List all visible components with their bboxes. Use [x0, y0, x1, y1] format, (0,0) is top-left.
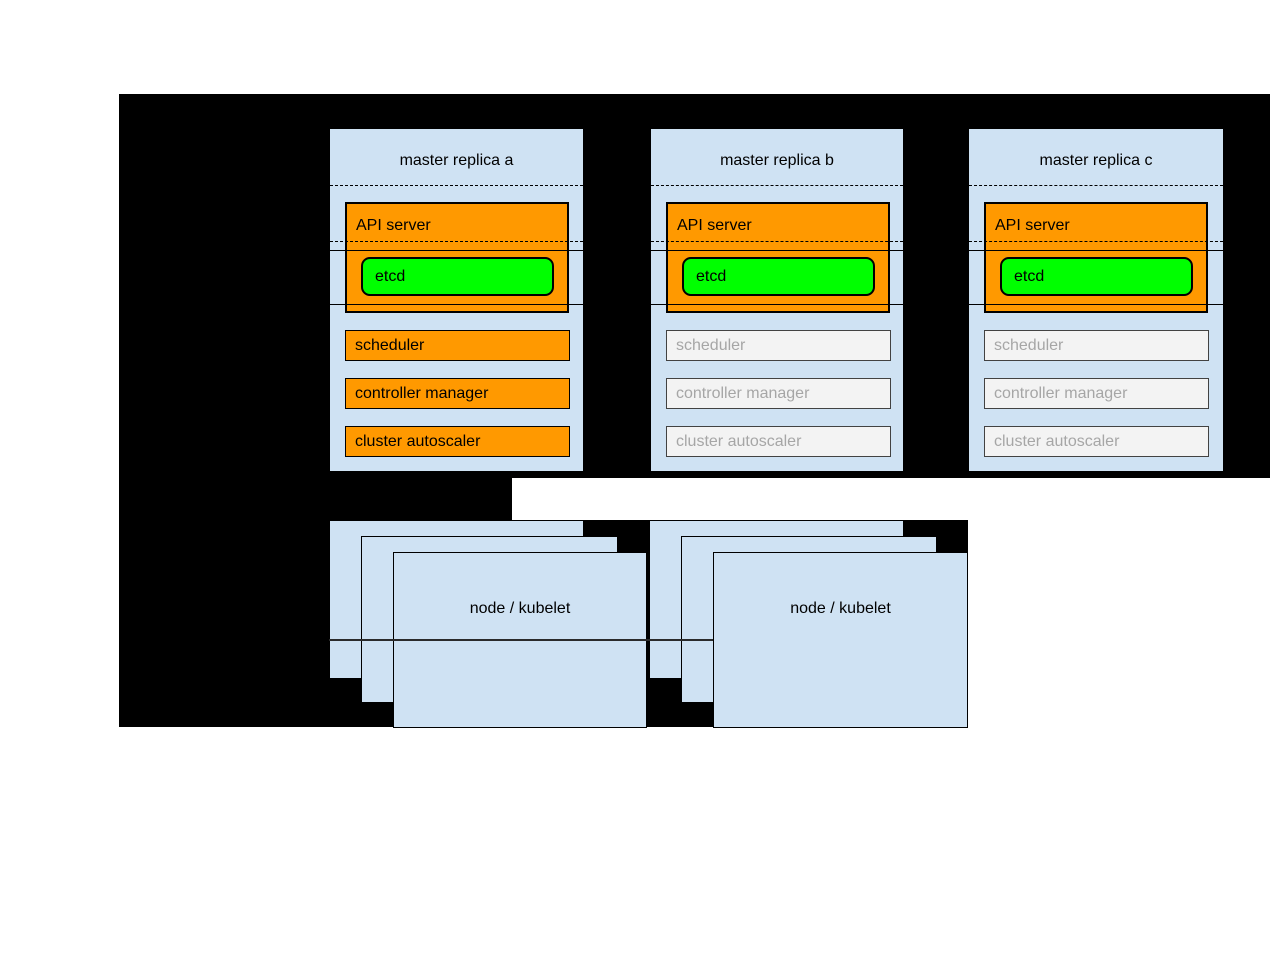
etcd-boundary-line-bottom — [330, 304, 583, 305]
master-replica-c-title: master replica c — [1039, 152, 1153, 169]
etcd-boundary-line-top — [969, 250, 1223, 251]
cluster-autoscaler-box: cluster autoscaler — [345, 426, 570, 457]
node-stack-2-front-box: node / kubelet — [713, 552, 968, 728]
etcd-box: etcd — [682, 257, 875, 296]
zone-divider-dashed-line — [330, 185, 583, 186]
etcd-label: etcd — [375, 267, 406, 285]
controller-manager-label: controller manager — [355, 384, 489, 402]
master-replica-b-title: master replica b — [720, 152, 834, 169]
scheduler-label: scheduler — [994, 336, 1064, 354]
cluster-autoscaler-label: cluster autoscaler — [355, 432, 481, 450]
api-server-label: API server — [356, 217, 431, 234]
scheduler-label: scheduler — [355, 336, 425, 354]
api-server-label: API server — [995, 217, 1070, 234]
scheduler-box: scheduler — [984, 330, 1209, 361]
etcd-box: etcd — [361, 257, 554, 296]
cluster-autoscaler-box: cluster autoscaler — [666, 426, 891, 457]
controller-manager-box: controller manager — [345, 378, 570, 409]
master-replica-b-box: master replica b API server etcd schedul… — [650, 128, 904, 472]
etcd-box: etcd — [1000, 257, 1193, 296]
controller-manager-label: controller manager — [994, 384, 1128, 402]
scheduler-box: scheduler — [345, 330, 570, 361]
zone-divider-dashed-line — [969, 241, 1223, 242]
node-kubelet-label: node / kubelet — [469, 600, 571, 617]
etcd-boundary-line-top — [330, 250, 583, 251]
etcd-boundary-line-top — [651, 250, 903, 251]
zone-divider-dashed-line — [969, 185, 1223, 186]
master-replica-a-title: master replica a — [399, 152, 514, 169]
zone-divider-dashed-line — [651, 185, 903, 186]
etcd-label: etcd — [1014, 267, 1045, 285]
zone-divider-dashed-line — [651, 241, 903, 242]
api-server-label: API server — [677, 217, 752, 234]
scheduler-label: scheduler — [676, 336, 746, 354]
controller-manager-box: controller manager — [666, 378, 891, 409]
cluster-autoscaler-label: cluster autoscaler — [994, 432, 1120, 450]
etcd-boundary-line-bottom — [969, 304, 1223, 305]
cluster-autoscaler-label: cluster autoscaler — [676, 432, 802, 450]
node-kubelet-label: node / kubelet — [790, 600, 891, 617]
controller-manager-label: controller manager — [676, 384, 810, 402]
controller-manager-box: controller manager — [984, 378, 1209, 409]
node-zone-divider-line — [329, 639, 714, 641]
cluster-autoscaler-box: cluster autoscaler — [984, 426, 1209, 457]
scheduler-box: scheduler — [666, 330, 891, 361]
zone-divider-dashed-line — [330, 241, 583, 242]
master-replica-c-box: master replica c API server etcd schedul… — [968, 128, 1224, 472]
etcd-boundary-line-bottom — [651, 304, 903, 305]
master-replica-a-box: master replica a API server etcd schedul… — [329, 128, 584, 472]
etcd-label: etcd — [696, 267, 727, 285]
